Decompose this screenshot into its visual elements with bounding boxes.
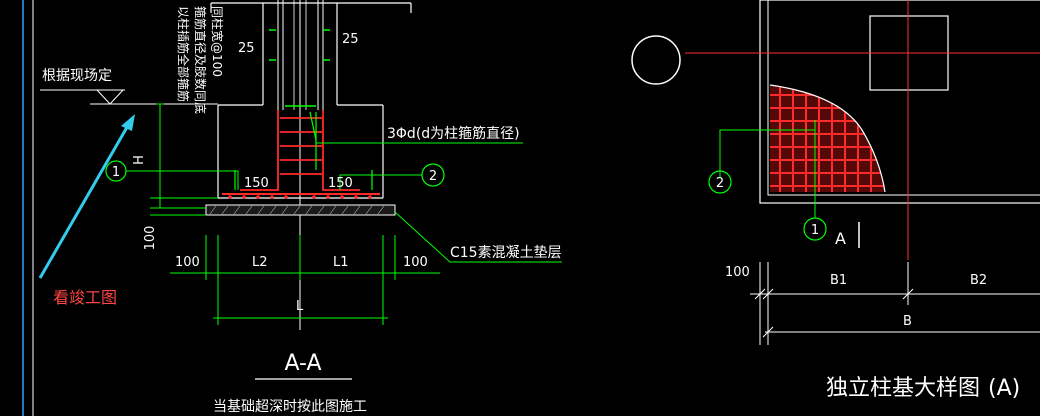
rebar-note-block-2: 箍筋直径及肢数同底 — [193, 6, 208, 114]
rebar-note-line-3: 以柱插筋全部箍筋 — [176, 6, 191, 102]
plan-callout-2-leader — [719, 129, 815, 178]
bar-150-right-label: 150 — [328, 176, 353, 191]
annotation-arrow-head — [121, 114, 135, 131]
column-outline — [210, 2, 412, 199]
bedding-hatch — [209, 205, 385, 215]
stirrup-note: 3Φd(d为柱箍筋直径) — [387, 125, 520, 142]
rebar-mesh — [770, 85, 885, 192]
bedding-layer — [205, 204, 396, 216]
bottom-mesh-dots — [228, 195, 372, 199]
stirrup-leaders — [234, 111, 373, 190]
plan-dim-b1-label: B1 — [830, 273, 847, 288]
footing-outline-inner — [767, 0, 1040, 196]
plan-callout-2-label: 2 — [716, 176, 724, 191]
bedding-note: C15素混凝土垫层 — [450, 245, 562, 261]
plan-title-suffix: (A) — [988, 376, 1020, 401]
view-symbol-circle — [631, 35, 681, 85]
plan-view: 2 1 A 100 B1 B2 B 独立柱基大样图 (A) — [631, 0, 1040, 401]
dim-l-label: L — [296, 299, 304, 314]
plan-title: 独立柱基大样图 — [826, 376, 980, 401]
dim-100-left-label: 100 — [175, 255, 200, 270]
plan-callout-1-label: 1 — [811, 223, 819, 238]
rebar-note-block: 同柱宽@100 — [210, 6, 225, 77]
rebar-note-block-3: 以柱插筋全部箍筋 — [176, 6, 191, 102]
dim-h-label: H — [132, 155, 147, 165]
plan-callout-2-bubble — [708, 170, 732, 194]
plan-dim-b-label: B — [903, 314, 912, 329]
bottom-dimension-lines — [170, 235, 440, 325]
callout-1-label: 1 — [112, 165, 120, 180]
dim-100-vertical-group: 100 — [143, 226, 158, 251]
section-note: 当基础超深时按此图施工 — [213, 398, 367, 415]
section-a-a: 根据现场定 同柱宽@100 箍筋直径及肢数同底 以柱插筋全部箍筋 25 25 3… — [22, 0, 562, 416]
column-rebars — [277, 0, 324, 110]
annotation-red: 看竣工图 — [53, 288, 117, 307]
annotation-arrow — [38, 121, 132, 279]
dim-h-label-group: H — [132, 155, 147, 165]
site-note: 根据现场定 — [42, 68, 112, 84]
dim-100-vertical-label: 100 — [143, 226, 158, 251]
callout-2-label: 2 — [429, 169, 437, 184]
cover-right-label: 25 — [342, 32, 359, 47]
bar-150-left-label: 150 — [244, 176, 269, 191]
plan-dim-b2-label: B2 — [970, 273, 987, 288]
dim-l1-label: L1 — [333, 255, 349, 270]
bedding-note-leader — [394, 211, 562, 263]
ground-level-marker — [40, 89, 218, 105]
dim-100-right-label: 100 — [403, 255, 428, 270]
dowel-bars — [240, 110, 360, 191]
rebar-note-line-1: 同柱宽@100 — [210, 6, 225, 77]
section-title: A-A — [284, 351, 321, 376]
cover-left-label: 25 — [238, 41, 255, 56]
plan-callout-1-bubble — [803, 217, 827, 241]
break-line — [769, 84, 886, 193]
footing-outline-outer — [759, 0, 1040, 204]
section-mark-label: A — [835, 229, 846, 248]
plan-dimension-lines — [750, 262, 1040, 345]
dim-l2-label: L2 — [252, 255, 268, 270]
column-ties — [269, 29, 330, 107]
plan-dim-100-label: 100 — [725, 265, 750, 280]
dim-h-line — [150, 103, 218, 216]
callout-1-leader — [126, 170, 239, 190]
rebar-note-line-2: 箍筋直径及肢数同底 — [193, 6, 208, 114]
callout-2-leader — [339, 174, 422, 190]
